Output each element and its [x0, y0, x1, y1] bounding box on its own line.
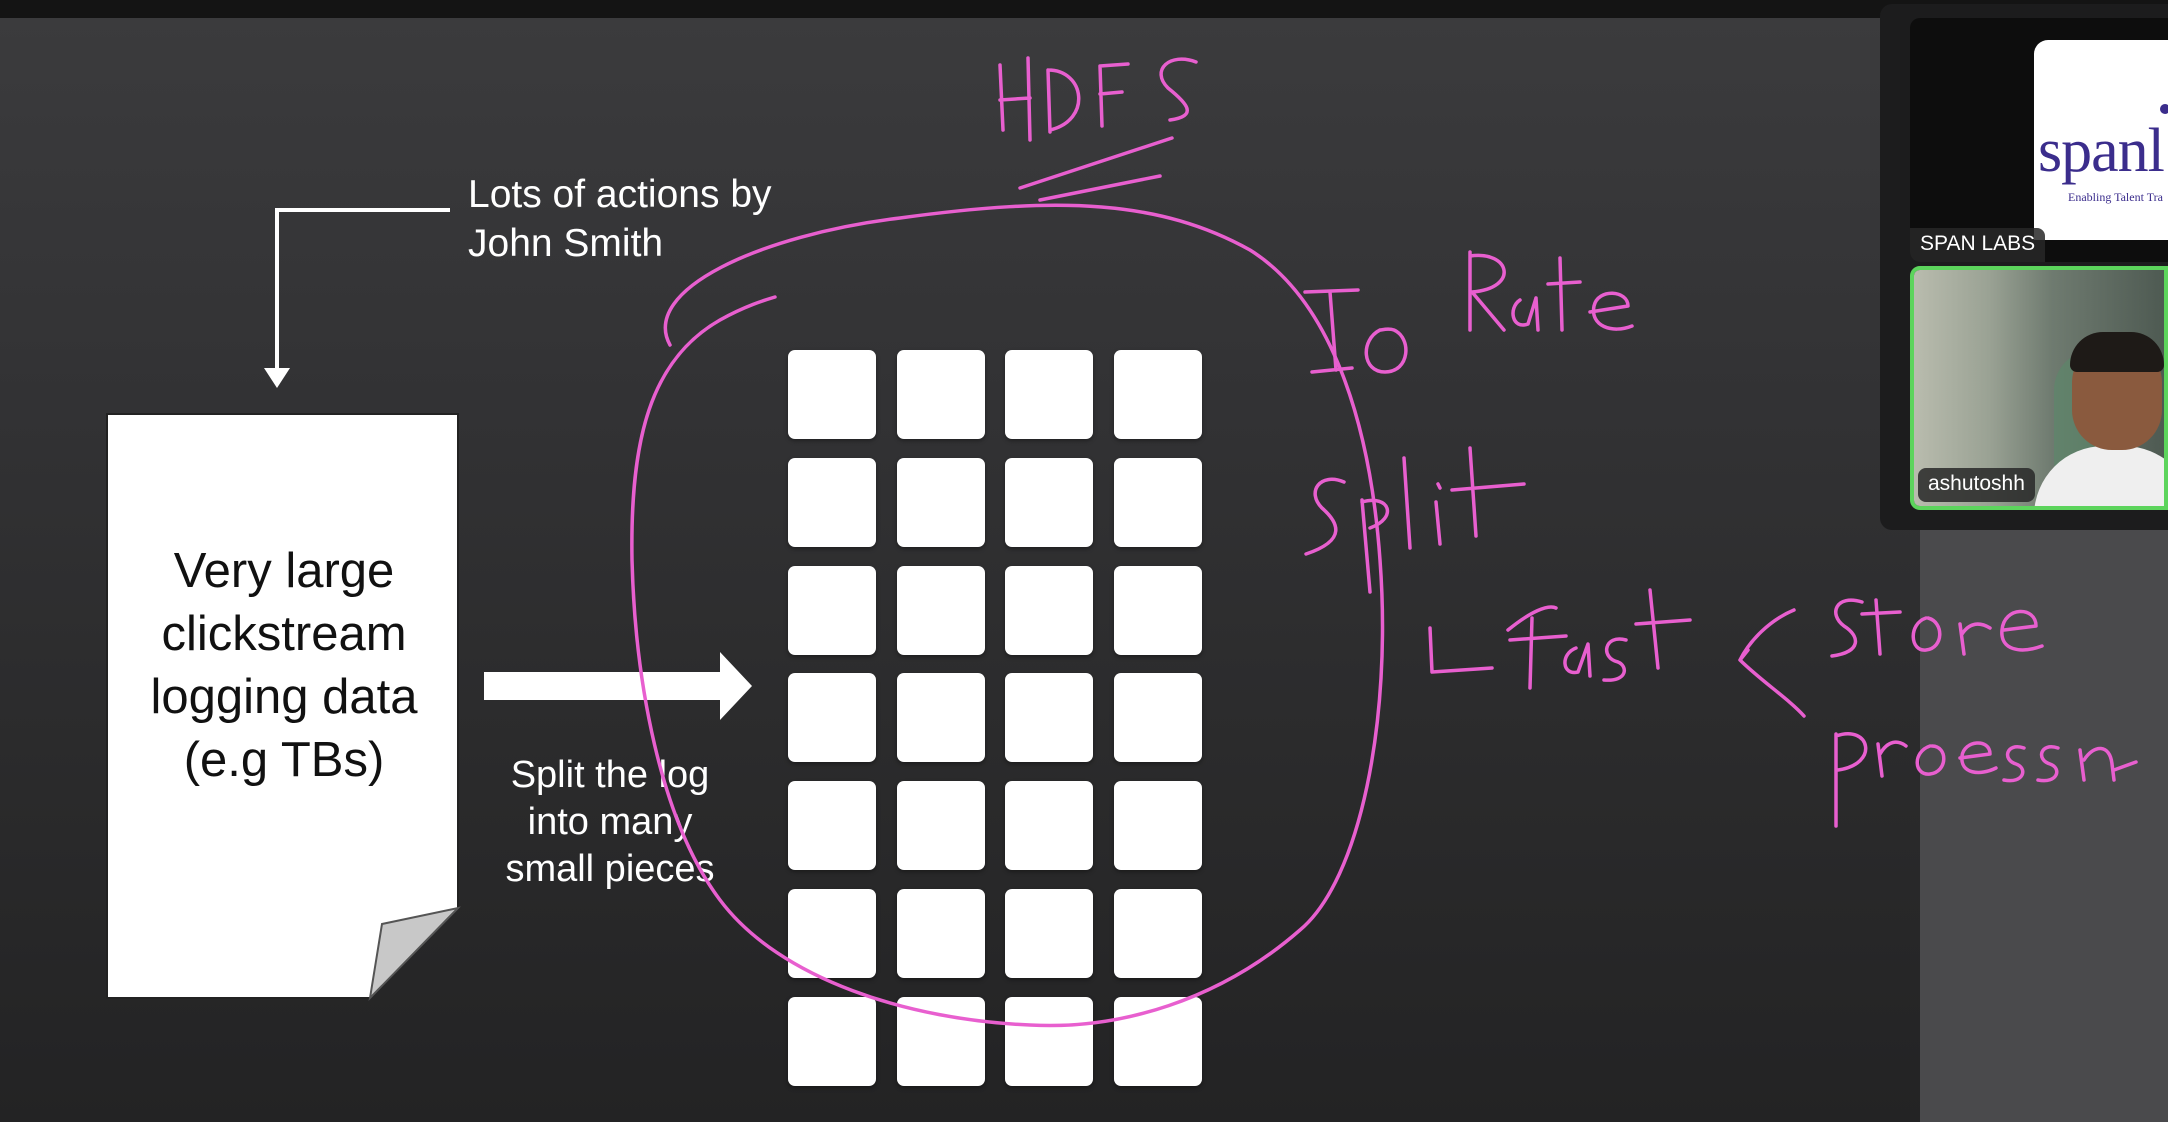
- log-piece-cell: [1005, 565, 1093, 655]
- log-piece-cell: [897, 996, 985, 1086]
- log-piece-cell: [897, 781, 985, 871]
- log-piece-cell: [1114, 565, 1202, 655]
- log-piece-cell: [897, 565, 985, 655]
- logo-wordmark: spanl: [2038, 117, 2165, 185]
- document-text: Very large clickstream logging data (e.g…: [150, 544, 418, 787]
- log-piece-cell: [788, 996, 876, 1086]
- logo-tagline: Enabling Talent Tra: [2068, 190, 2163, 204]
- callout-text: Lots of actions by John Smith: [468, 173, 772, 265]
- participant-name-ashutoshh: ashutoshh: [1918, 468, 2035, 502]
- log-piece-cell: [897, 889, 985, 978]
- logo-dot-icon: [2160, 104, 2168, 114]
- log-piece-cell: [1005, 996, 1093, 1086]
- log-piece-cell: [897, 350, 985, 439]
- log-piece-cell: [788, 673, 876, 763]
- log-piece-cell: [897, 673, 985, 763]
- participant-tile-ashutoshh[interactable]: ashutoshh: [1910, 266, 2168, 510]
- pieces-grid: [788, 350, 1204, 1086]
- log-piece-cell: [1114, 457, 1202, 547]
- log-piece-cell: [1005, 457, 1093, 547]
- participant-tile-span-labs[interactable]: spanl Enabling Talent Tra SPAN LABS: [1910, 18, 2168, 262]
- log-piece-cell: [1005, 781, 1093, 871]
- log-piece-cell: [788, 350, 876, 439]
- split-caption: Split the log into many small pieces: [505, 754, 715, 890]
- log-piece-cell: [1114, 350, 1202, 439]
- log-piece-cell: [788, 889, 876, 978]
- log-piece-cell: [1005, 350, 1093, 439]
- log-piece-cell: [1005, 673, 1093, 763]
- log-piece-cell: [1114, 673, 1202, 763]
- log-piece-cell: [1114, 781, 1202, 871]
- window-top-bar: [0, 0, 2168, 18]
- log-piece-cell: [1114, 996, 1202, 1086]
- log-piece-cell: [788, 781, 876, 871]
- span-labs-logo: spanl Enabling Talent Tra: [2034, 40, 2168, 240]
- participant-video: [1914, 270, 2164, 506]
- log-piece-cell: [788, 457, 876, 547]
- participant-name-span-labs: SPAN LABS: [1910, 228, 2046, 262]
- log-piece-cell: [1005, 889, 1093, 978]
- log-piece-cell: [897, 457, 985, 547]
- video-person-hair: [2070, 332, 2164, 372]
- log-piece-cell: [788, 565, 876, 655]
- log-piece-cell: [1114, 889, 1202, 978]
